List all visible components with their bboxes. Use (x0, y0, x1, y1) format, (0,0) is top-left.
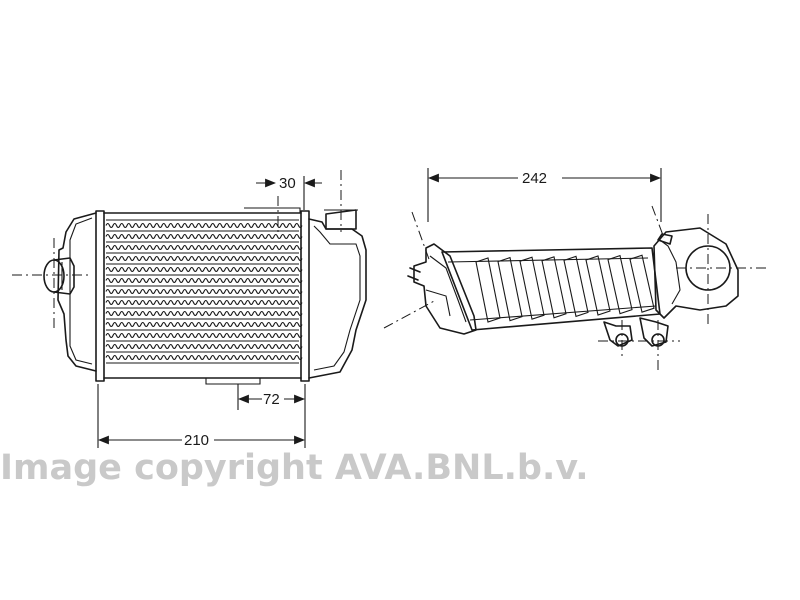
side-core-fin (629, 254, 655, 313)
side-right-axis (651, 205, 665, 239)
core-fin-row (105, 288, 303, 295)
dimension-30-label: 30 (279, 175, 296, 192)
side-view: 242 (383, 168, 770, 372)
side-core-fins (475, 254, 655, 323)
core-fin-row (105, 321, 303, 328)
core-left-plate (95, 210, 105, 382)
left-end-tank (57, 212, 97, 372)
side-core-fin (541, 256, 567, 319)
side-core-fin (563, 255, 589, 318)
dimension-72: 72 (237, 384, 306, 410)
core-fin-row (105, 343, 303, 350)
core-fin-row (105, 255, 303, 262)
core-fin-row (105, 277, 303, 284)
core-fin-row (105, 233, 303, 240)
dimension-242: 242 (427, 168, 662, 222)
core-fin-row (105, 244, 303, 251)
front-view: 30 72 210 (12, 170, 367, 449)
side-left-vertical-axis (411, 211, 431, 263)
dimension-210-label: 210 (184, 432, 209, 449)
core-fin-row (105, 299, 303, 306)
dimension-210: 210 (97, 384, 306, 449)
core-right-plate (300, 210, 310, 382)
core-fin-row (105, 354, 303, 361)
side-left-axis (383, 299, 437, 329)
right-end-tank (308, 218, 367, 379)
side-core-fin (585, 255, 611, 316)
side-core-fin (475, 257, 501, 323)
core-fins (105, 219, 303, 364)
side-mounting-lugs (598, 317, 680, 372)
side-core-fin (497, 256, 523, 322)
side-core-fin (519, 256, 545, 320)
core-fin-row (105, 310, 303, 317)
side-left-tank (413, 243, 477, 335)
core-fin-row (105, 222, 303, 229)
copyright-watermark: Image copyright AVA.BNL.b.v. (0, 448, 589, 488)
side-right-tank (653, 227, 739, 319)
dimension-72-label: 72 (263, 391, 280, 408)
side-core-fin (607, 254, 633, 315)
core-fin-row (105, 266, 303, 273)
dimension-30: 30 (256, 175, 322, 210)
core-fin-row (105, 332, 303, 339)
dimension-242-label: 242 (522, 170, 547, 187)
